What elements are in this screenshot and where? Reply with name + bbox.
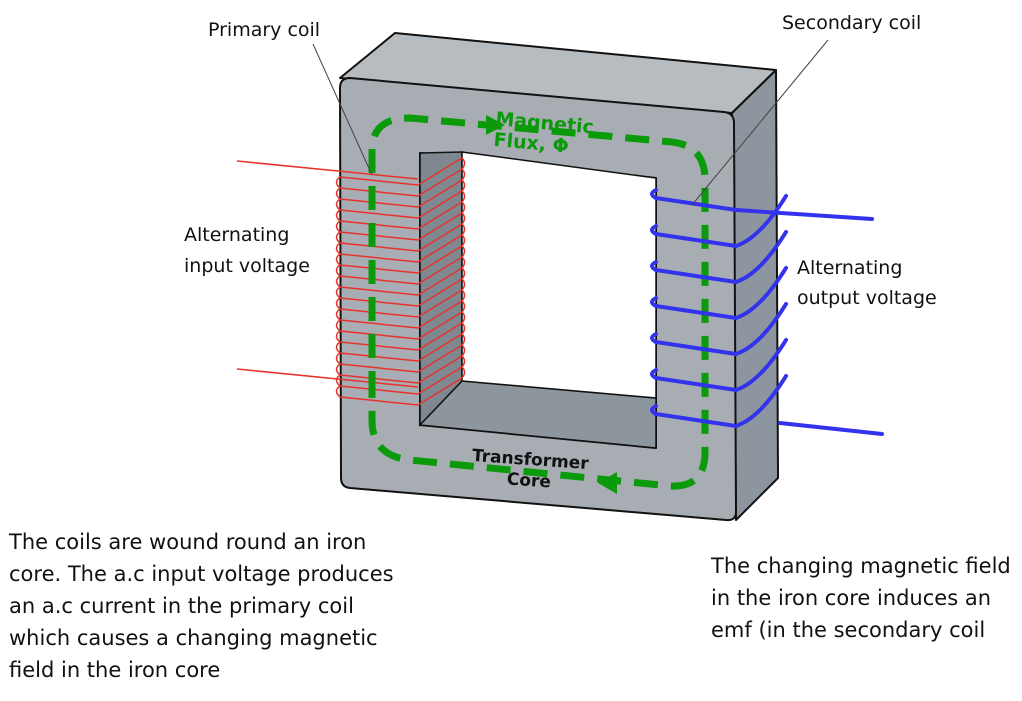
primary-coil-label: Primary coil — [208, 19, 320, 41]
primary-coil-diagonal-turns — [417, 157, 463, 406]
secondary-coil-left-loops — [650, 188, 658, 416]
magnetic-flux-path — [368, 114, 709, 494]
primary-coil — [236, 157, 466, 406]
input-voltage-label-line1: Alternating — [184, 224, 289, 246]
flux-loop — [368, 114, 709, 490]
left-caption-line: which causes a changing magnetic — [9, 626, 378, 650]
secondary-output-lead-bottom — [778, 421, 884, 436]
left-caption-line: The coils are wound round an iron — [9, 530, 367, 554]
core-side-face — [731, 69, 779, 521]
primary-input-lead-bottom — [236, 368, 419, 388]
input-voltage-label-line2: input voltage — [184, 255, 310, 277]
primary-coil-front-turns — [339, 176, 419, 406]
primary-coil-right-loops — [461, 157, 466, 379]
primary-coil-left-loops — [335, 176, 341, 398]
secondary-coil-front-turns — [654, 196, 738, 428]
output-voltage-label-line2: output voltage — [797, 287, 937, 309]
left-caption-line: an a.c current in the primary coil — [9, 594, 354, 618]
primary-coil-pointer — [312, 43, 373, 176]
left-caption-line: field in the iron core — [9, 658, 221, 682]
flux-arrow-top — [486, 115, 505, 135]
secondary-coil-side-turns — [734, 194, 788, 428]
secondary-coil-pointer — [691, 39, 829, 206]
right-caption-line: The changing magnetic field — [711, 554, 1011, 578]
flux-arrow-bottom — [598, 472, 617, 494]
window-opening — [461, 151, 657, 399]
secondary-coil — [650, 188, 884, 436]
left-caption: The coils are wound round an iron core. … — [9, 526, 394, 686]
secondary-output-lead-top — [734, 208, 874, 221]
left-caption-line: core. The a.c input voltage produces — [9, 562, 394, 586]
right-caption: The changing magnetic field in the iron … — [711, 550, 1011, 646]
transformer-core-label-line2: Core — [506, 469, 551, 492]
secondary-coil-label: Secondary coil — [782, 12, 921, 34]
output-voltage-label-line1: Alternating — [797, 257, 902, 279]
primary-input-lead-top — [236, 160, 419, 180]
right-caption-line: in the iron core induces an — [711, 586, 992, 610]
right-caption-line: emf (in the secondary coil — [711, 618, 986, 642]
